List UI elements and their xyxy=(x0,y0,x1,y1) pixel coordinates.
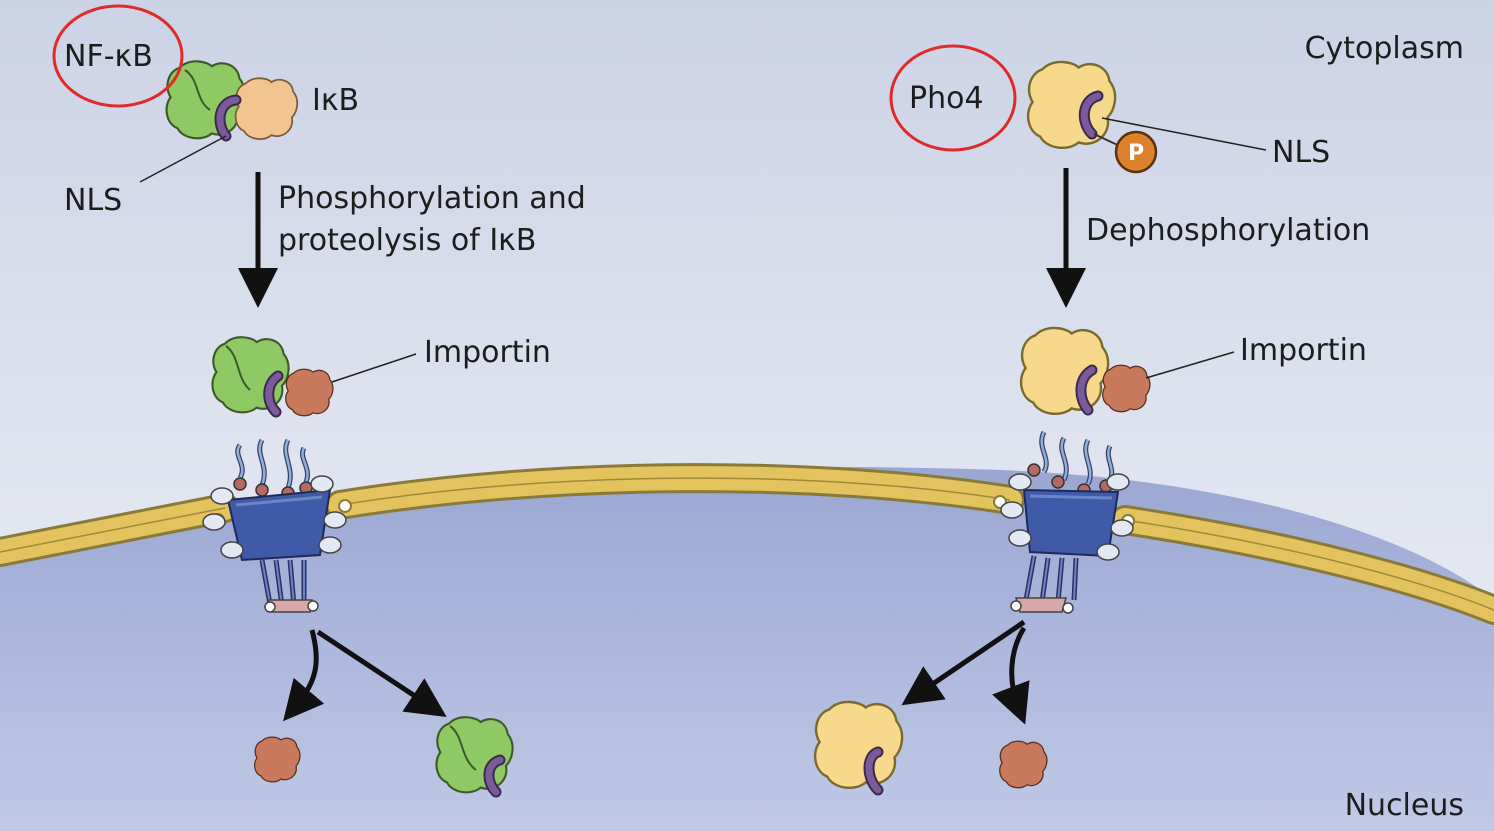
nucleus-label: Nucleus xyxy=(1345,788,1464,823)
nls-pointer-right xyxy=(1101,117,1267,151)
cytoplasm-label: Cytoplasm xyxy=(1305,31,1464,66)
nls-pointer-left xyxy=(139,135,227,183)
pho4-importin-complex xyxy=(1019,326,1151,416)
arrow-left-nfkb-release xyxy=(316,629,447,718)
released-pho4 xyxy=(813,700,904,796)
ikb-label: IκB xyxy=(312,83,359,118)
step-label-left-line1: Phosphorylation and xyxy=(278,181,586,216)
step-label-right: Dephosphorylation xyxy=(1086,213,1370,248)
importin-pointer-right xyxy=(1145,351,1235,379)
pho4-label: Pho4 xyxy=(909,81,984,116)
phosphate-group: P xyxy=(1114,130,1158,174)
nfkb-highlight-circle xyxy=(52,4,184,108)
pho4-highlight-circle xyxy=(889,44,1017,152)
importin-label-left: Importin xyxy=(424,335,551,370)
released-nfkb xyxy=(435,716,514,798)
arrow-right-pho4-release xyxy=(901,619,1026,706)
nfkb-label: NF-κB xyxy=(64,39,153,74)
nfkb-importin-complex xyxy=(211,336,334,418)
importin-pointer-left xyxy=(331,353,417,383)
arrow-right-importin-release xyxy=(992,626,1030,725)
nucleus-background xyxy=(0,466,1494,831)
nls-label-right: NLS xyxy=(1272,135,1330,170)
step-label-left-line2: proteolysis of IκB xyxy=(278,223,536,258)
phosphate-label: P xyxy=(1128,141,1144,166)
nuclear-pore-right xyxy=(1000,430,1134,614)
nuclear-pore-left xyxy=(202,438,347,613)
arrow-left-importin-release xyxy=(283,629,325,722)
nls-label-left: NLS xyxy=(64,183,122,218)
nfkb-ikb-complex xyxy=(165,60,299,142)
importin-label-right: Importin xyxy=(1240,333,1367,368)
released-importin-left xyxy=(253,736,301,783)
released-importin-right xyxy=(998,740,1048,789)
